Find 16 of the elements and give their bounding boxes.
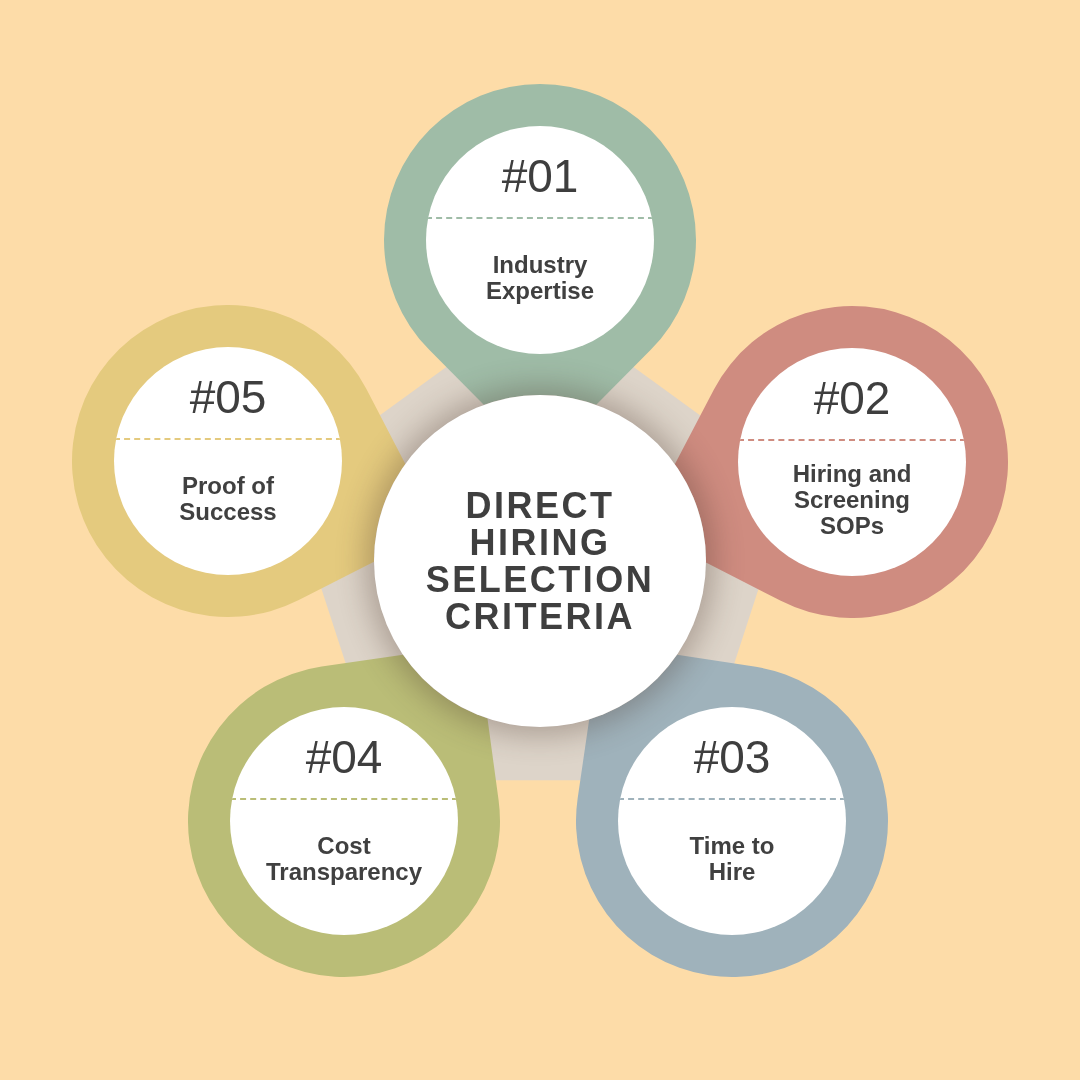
pin-shape xyxy=(576,654,888,977)
step-title: Industry Expertise xyxy=(484,252,596,304)
step-number: #05 xyxy=(189,374,267,420)
step-number: #03 xyxy=(693,734,771,780)
step-number: #02 xyxy=(813,375,891,421)
pin-shape xyxy=(72,305,406,617)
step-number: #01 xyxy=(501,153,579,199)
pin-shape xyxy=(384,84,696,405)
pin-shape xyxy=(674,306,1008,618)
step-title: Proof of Success xyxy=(178,473,278,525)
step-title: Time to Hire xyxy=(688,833,776,885)
center-title: DIRECT HIRING SELECTION CRITERIA xyxy=(424,487,656,635)
step-title: Cost Transparency xyxy=(264,833,424,885)
step-number: #04 xyxy=(305,734,383,780)
pin-shape xyxy=(188,654,500,977)
step-title: Hiring and Screening SOPs xyxy=(791,461,913,539)
